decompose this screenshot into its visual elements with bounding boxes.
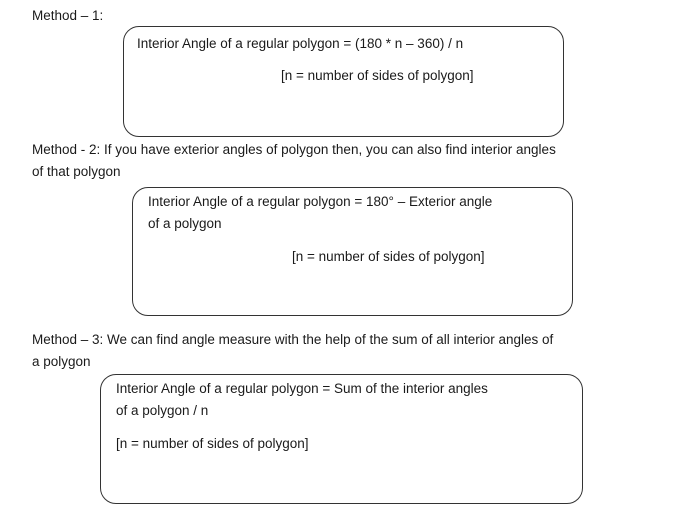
method1-note: [n = number of sides of polygon] <box>281 68 474 83</box>
method2-formula-line1: Interior Angle of a regular polygon = 18… <box>148 194 493 209</box>
method2-formula-line2: of a polygon <box>148 216 222 231</box>
method1-formula: Interior Angle of a regular polygon = (1… <box>137 36 464 51</box>
method3-formula-line1: Interior Angle of a regular polygon = Su… <box>116 381 488 396</box>
method3-note: [n = number of sides of polygon] <box>116 436 309 451</box>
method3-formula-box <box>100 374 583 504</box>
method2-note: [n = number of sides of polygon] <box>292 249 485 264</box>
method3-formula-line2: of a polygon / n <box>116 403 209 418</box>
method3-heading-line2: a polygon <box>32 354 91 369</box>
method2-heading-line2: of that polygon <box>32 164 121 179</box>
method2-heading-line1: Method - 2: If you have exterior angles … <box>32 142 556 157</box>
method2-formula-box <box>132 187 573 316</box>
method1-formula-box <box>123 26 564 137</box>
method3-heading-line1: Method – 3: We can find angle measure wi… <box>32 332 554 347</box>
method1-heading: Method – 1: <box>32 8 104 23</box>
